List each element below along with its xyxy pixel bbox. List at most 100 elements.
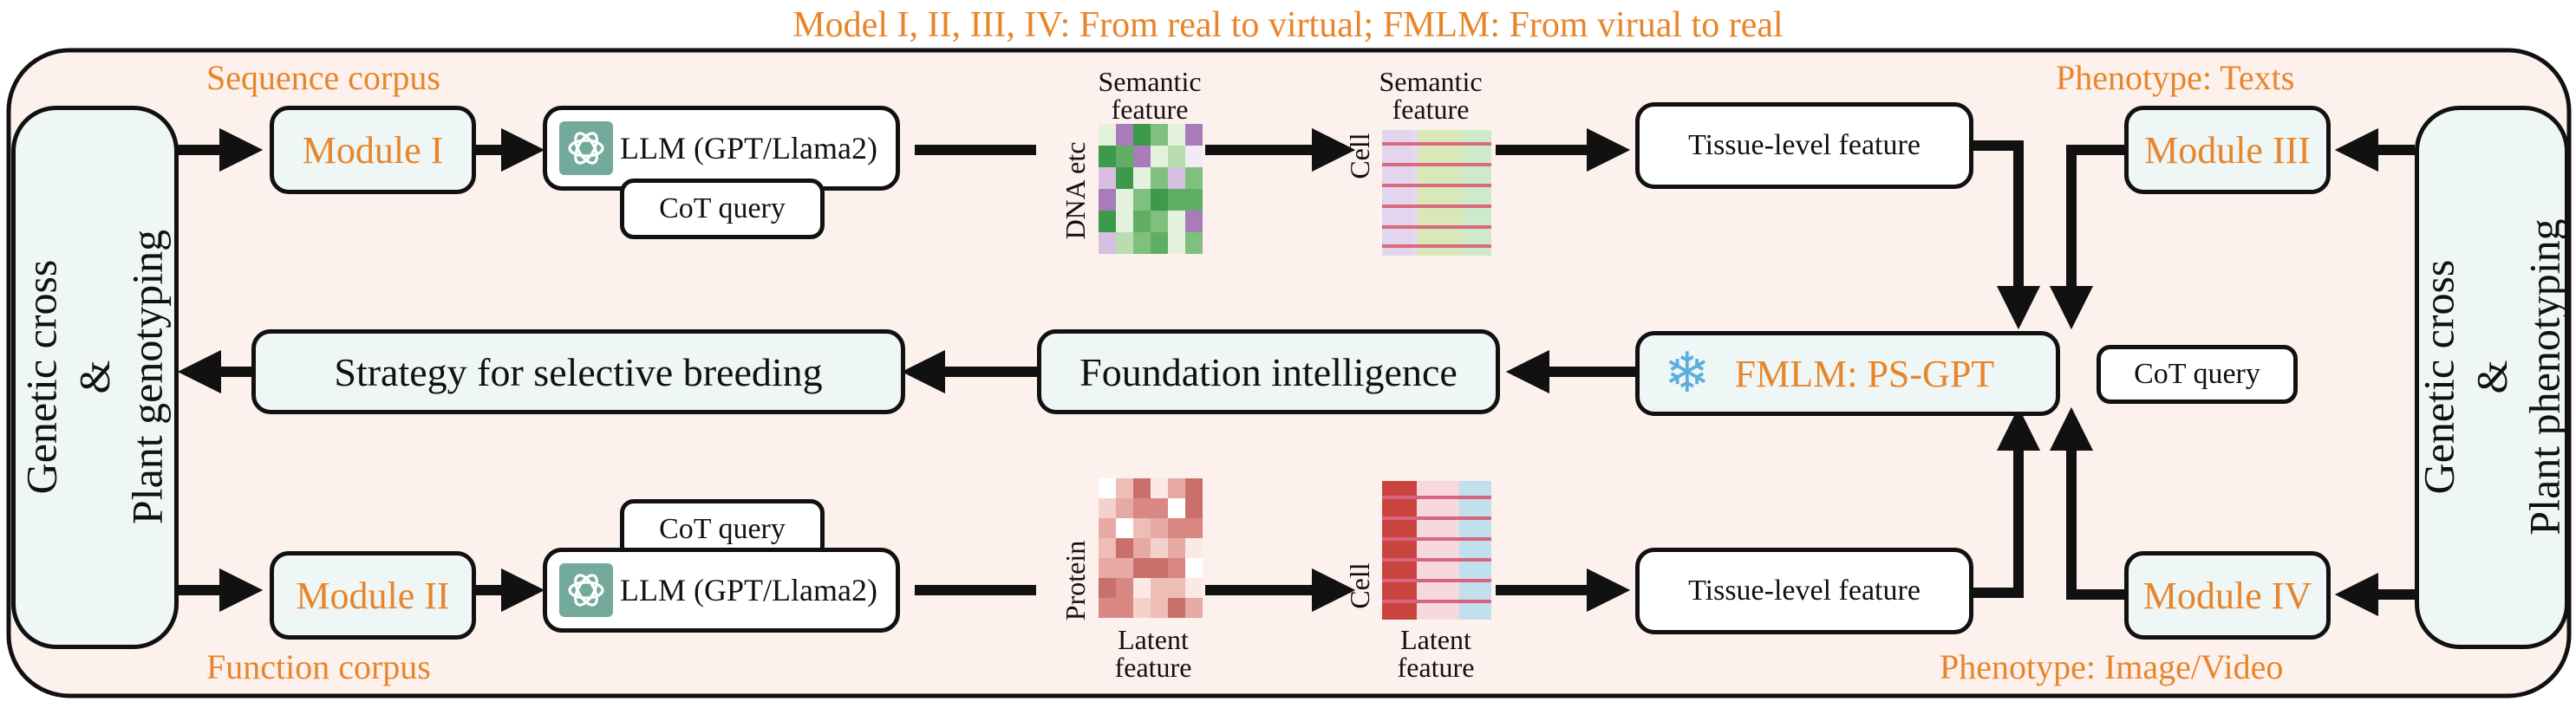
module-i: Module I (270, 106, 476, 194)
heatmap-cell (1168, 189, 1185, 211)
heatmap-cell (1151, 518, 1168, 538)
heatmap-cell (1116, 211, 1133, 232)
heatmap-cell (1116, 167, 1133, 189)
llm-logo-icon (559, 563, 613, 617)
heatmap-cell (1099, 558, 1116, 578)
heatmap-cell (1133, 146, 1151, 167)
heatmap-cell (1185, 578, 1203, 598)
arrow-module-iii-to-fmlm (2049, 145, 2124, 330)
arrow-tissue-to-fmlm-top (1973, 140, 2041, 330)
heatmap-cell (1099, 518, 1116, 538)
latent-feature-title-2: feature (1114, 652, 1192, 683)
heatmap-cell (1151, 558, 1168, 578)
heatmap-cell (1133, 598, 1151, 618)
heatmap-cell (1116, 578, 1133, 598)
cell-label-top: Cell (1344, 133, 1375, 179)
heatmap-cell (1133, 518, 1151, 538)
heatmap-cell (1168, 232, 1185, 254)
heatmap-cell (1185, 146, 1203, 167)
heatmap-cell (1099, 167, 1116, 189)
heatmap-cell (1185, 598, 1203, 618)
heatmap-cell (1168, 558, 1185, 578)
heatmap-cell (1099, 598, 1116, 618)
latent-feature-title-1: Latent (1118, 624, 1189, 655)
cell-latent-heatmap (1382, 481, 1491, 620)
fmlm-label: FMLM: PS-GPT (1734, 352, 1995, 395)
heatmap-cell (1099, 189, 1116, 211)
heatmap-cell (1168, 498, 1185, 518)
heatmap-cell (1168, 167, 1185, 189)
heatmap-cell (1099, 124, 1116, 146)
heatmap-cell (1099, 538, 1116, 558)
heatmap-cell (1185, 189, 1203, 211)
genotyping-panel (11, 106, 179, 649)
heatmap-cell (1099, 498, 1116, 518)
genotyping-label: Genetic cross&Plant genotyping (16, 229, 172, 525)
heatmap-cell (1168, 478, 1185, 498)
heatmap-cell (1168, 538, 1185, 558)
module-iv: Module IV (2124, 551, 2331, 640)
heatmap-cell (1185, 232, 1203, 254)
module-iii: Module III (2124, 106, 2331, 194)
heatmap-cell (1151, 167, 1168, 189)
strategy-box: Strategy for selective breeding (251, 329, 905, 414)
llm-box-bottom: LLM (GPT/Llama2) (543, 548, 900, 633)
cell-semantic-title-1: Semantic (1379, 66, 1483, 97)
cell-semantic-title-2: feature (1392, 94, 1470, 125)
heatmap-cell (1151, 598, 1168, 618)
heatmap-cell (1133, 558, 1151, 578)
heatmap-cell (1133, 167, 1151, 189)
semantic-feature-heatmap (1099, 124, 1203, 254)
phenotyping-panel (2415, 106, 2569, 649)
dna-label: DNA etc (1060, 141, 1091, 240)
heatmap-cell (1151, 146, 1168, 167)
heatmap-cell (1116, 189, 1133, 211)
protein-label: Protein (1060, 540, 1091, 621)
snowflake-icon: ❄ (1664, 341, 1711, 406)
heatmap-cell (1168, 211, 1185, 232)
heatmap-cell (1116, 478, 1133, 498)
heatmap-cell (1116, 558, 1133, 578)
heatmap-cell (1185, 558, 1203, 578)
latent-feature-heatmap (1099, 478, 1203, 618)
heatmap-cell (1168, 518, 1185, 538)
heatmap-cell (1151, 211, 1168, 232)
sequence-corpus-label: Sequence corpus (206, 58, 440, 97)
phenotype-texts-label: Phenotype: Texts (2056, 58, 2295, 97)
heatmap-cell (1133, 124, 1151, 146)
heatmap-cell (1099, 478, 1116, 498)
heatmap-cell (1116, 498, 1133, 518)
heatmap-cell (1133, 538, 1151, 558)
heatmap-cell (1185, 498, 1203, 518)
heatmap-cell (1099, 211, 1116, 232)
llm-logo-icon (559, 121, 613, 175)
cot-query-middle: CoT query (2097, 345, 2298, 404)
heatmap-cell (1133, 578, 1151, 598)
heatmap-cell (1168, 124, 1185, 146)
heatmap-cell (1116, 232, 1133, 254)
heatmap-cell (1133, 189, 1151, 211)
llm-label-top: LLM (GPT/Llama2) (620, 131, 877, 166)
tissue-feature-bottom: Tissue-level feature (1635, 548, 1973, 634)
heatmap-cell (1151, 538, 1168, 558)
semantic-feature-title-2: feature (1111, 94, 1189, 125)
phenotype-image-label: Phenotype: Image/Video (1940, 647, 2284, 686)
heatmap-cell (1099, 578, 1116, 598)
heatmap-cell (1168, 598, 1185, 618)
heatmap-cell (1116, 146, 1133, 167)
heatmap-cell (1116, 598, 1133, 618)
foundation-intelligence-box: Foundation intelligence (1037, 329, 1500, 414)
heatmap-cell (1151, 124, 1168, 146)
cell-latent-title-1: Latent (1400, 624, 1471, 655)
heatmap-cell (1151, 232, 1168, 254)
llm-label-bottom: LLM (GPT/Llama2) (620, 573, 877, 607)
heatmap-cell (1185, 124, 1203, 146)
heatmap-cell (1168, 578, 1185, 598)
heatmap-cell (1185, 478, 1203, 498)
fmlm-box: ❄ FMLM: PS-GPT (1635, 331, 2060, 416)
heatmap-cell (1116, 518, 1133, 538)
heatmap-cell (1116, 538, 1133, 558)
heatmap-cell (1116, 124, 1133, 146)
semantic-feature-title-1: Semantic (1098, 66, 1202, 97)
heatmap-cell (1099, 232, 1116, 254)
